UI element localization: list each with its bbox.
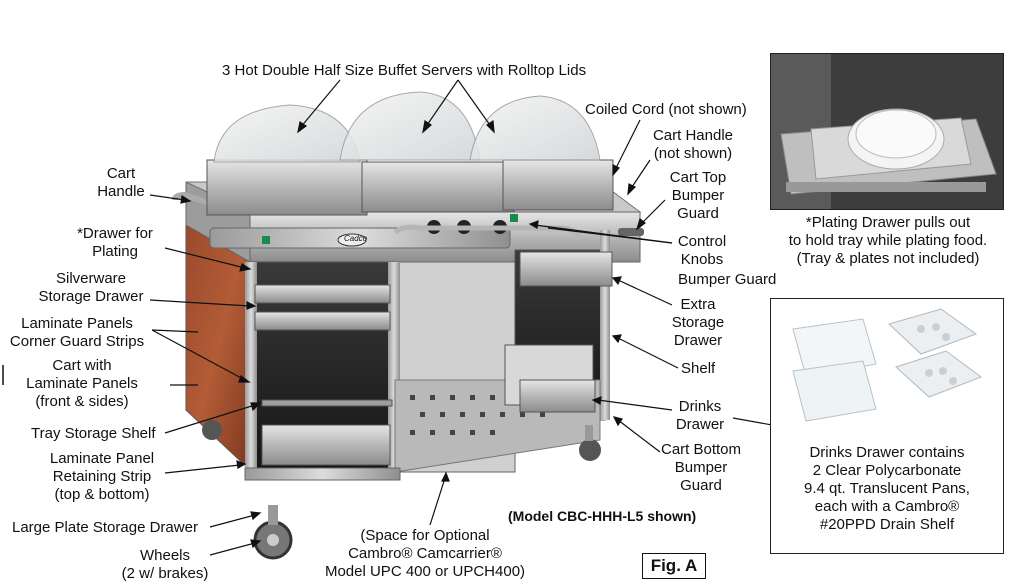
- label-laminate-panels: Laminate Panels Corner Guard Strips: [4, 315, 150, 351]
- label-drawer-plating: *Drawer for Plating: [72, 225, 158, 261]
- label-line: Cart Handle: [648, 127, 738, 145]
- label-line: Silverware: [34, 270, 148, 288]
- label-line: Laminate Panels: [4, 315, 150, 333]
- label-line: Storage: [668, 314, 728, 332]
- figure-label: Fig. A: [642, 553, 706, 579]
- label-line: Cart Bottom: [658, 441, 744, 459]
- label-cart-handle-left: Cart Handle: [95, 165, 147, 201]
- label-wheels: Wheels (2 w/ brakes): [115, 547, 215, 583]
- label-line: Cart with: [22, 357, 142, 375]
- label-line: Bumper: [664, 187, 732, 205]
- brand-plate: Cadco: [344, 233, 367, 245]
- caption-line: 9.4 qt. Translucent Pans,: [771, 480, 1003, 498]
- label-line: Extra: [668, 296, 728, 314]
- label-line: *Drawer for: [72, 225, 158, 243]
- label-line: Drawer: [668, 332, 728, 350]
- pans-illustration: [771, 299, 1003, 439]
- model-shown-note: (Model CBC-HHH-L5 shown): [508, 508, 696, 524]
- label-line: Bumper: [658, 459, 744, 477]
- caption-line: each with a Cambro®: [771, 498, 1003, 516]
- label-line: Guard: [658, 477, 744, 495]
- label-line: Corner Guard Strips: [4, 333, 150, 351]
- label-line: (top & bottom): [46, 486, 158, 504]
- label-retaining-strip: Laminate Panel Retaining Strip (top & bo…: [46, 450, 158, 504]
- caption-line: *Plating Drawer pulls out: [783, 214, 993, 232]
- label-tray-shelf: Tray Storage Shelf: [31, 425, 156, 443]
- label-silverware: Silverware Storage Drawer: [34, 270, 148, 306]
- plating-drawer-photo: [770, 53, 1004, 210]
- caption-line: to hold tray while plating food.: [783, 232, 993, 250]
- label-line: (front & sides): [22, 393, 142, 411]
- label-control-knobs: Control Knobs: [672, 233, 732, 269]
- label-cart-top-bumper: Cart Top Bumper Guard: [664, 169, 732, 223]
- plating-drawer-caption: *Plating Drawer pulls out to hold tray w…: [783, 214, 993, 268]
- label-line: Laminate Panels: [22, 375, 142, 393]
- label-line: Handle: [95, 183, 147, 201]
- label-line: (not shown): [648, 145, 738, 163]
- label-extra-storage: Extra Storage Drawer: [668, 296, 728, 350]
- label-line: Cart Top: [664, 169, 732, 187]
- diagram-title: 3 Hot Double Half Size Buffet Servers wi…: [222, 62, 586, 80]
- caption-line: 2 Clear Polycarbonate: [771, 462, 1003, 480]
- label-line: (Space for Optional: [300, 527, 550, 545]
- label-line: Guard: [664, 205, 732, 223]
- label-line: (2 w/ brakes): [115, 565, 215, 583]
- label-line: Drinks: [672, 398, 728, 416]
- drinks-drawer-inset: Drinks Drawer contains 2 Clear Polycarbo…: [770, 298, 1004, 554]
- label-line: Model UPC 400 or UPCH400): [300, 563, 550, 581]
- label-line: Drawer: [672, 416, 728, 434]
- label-large-plate: Large Plate Storage Drawer: [12, 519, 198, 537]
- caption-line: (Tray & plates not included): [783, 250, 993, 268]
- label-bumper-guard: Bumper Guard: [678, 271, 776, 289]
- label-line: Cambro® Camcarrier®: [300, 545, 550, 563]
- label-line: Cart: [95, 165, 147, 183]
- caption-line: Drinks Drawer contains: [771, 444, 1003, 462]
- label-line: Knobs: [672, 251, 732, 269]
- caption-line: #20PPD Drain Shelf: [771, 516, 1003, 534]
- label-line: Plating: [72, 243, 158, 261]
- label-space-optional: (Space for Optional Cambro® Camcarrier® …: [300, 527, 550, 581]
- label-line: Control: [672, 233, 732, 251]
- label-line: Laminate Panel: [46, 450, 158, 468]
- buffet-servers: [207, 92, 613, 215]
- label-shelf: Shelf: [681, 360, 715, 378]
- label-cart-handle-right: Cart Handle (not shown): [648, 127, 738, 163]
- label-cart-laminate: Cart with Laminate Panels (front & sides…: [22, 357, 142, 411]
- label-line: Retaining Strip: [46, 468, 158, 486]
- label-drinks-drawer: Drinks Drawer: [672, 398, 728, 434]
- label-line: Storage Drawer: [34, 288, 148, 306]
- label-line: Wheels: [115, 547, 215, 565]
- label-coiled-cord: Coiled Cord (not shown): [585, 101, 747, 119]
- drinks-drawer-caption: Drinks Drawer contains 2 Clear Polycarbo…: [771, 444, 1003, 534]
- label-cart-bottom-bumper: Cart Bottom Bumper Guard: [658, 441, 744, 495]
